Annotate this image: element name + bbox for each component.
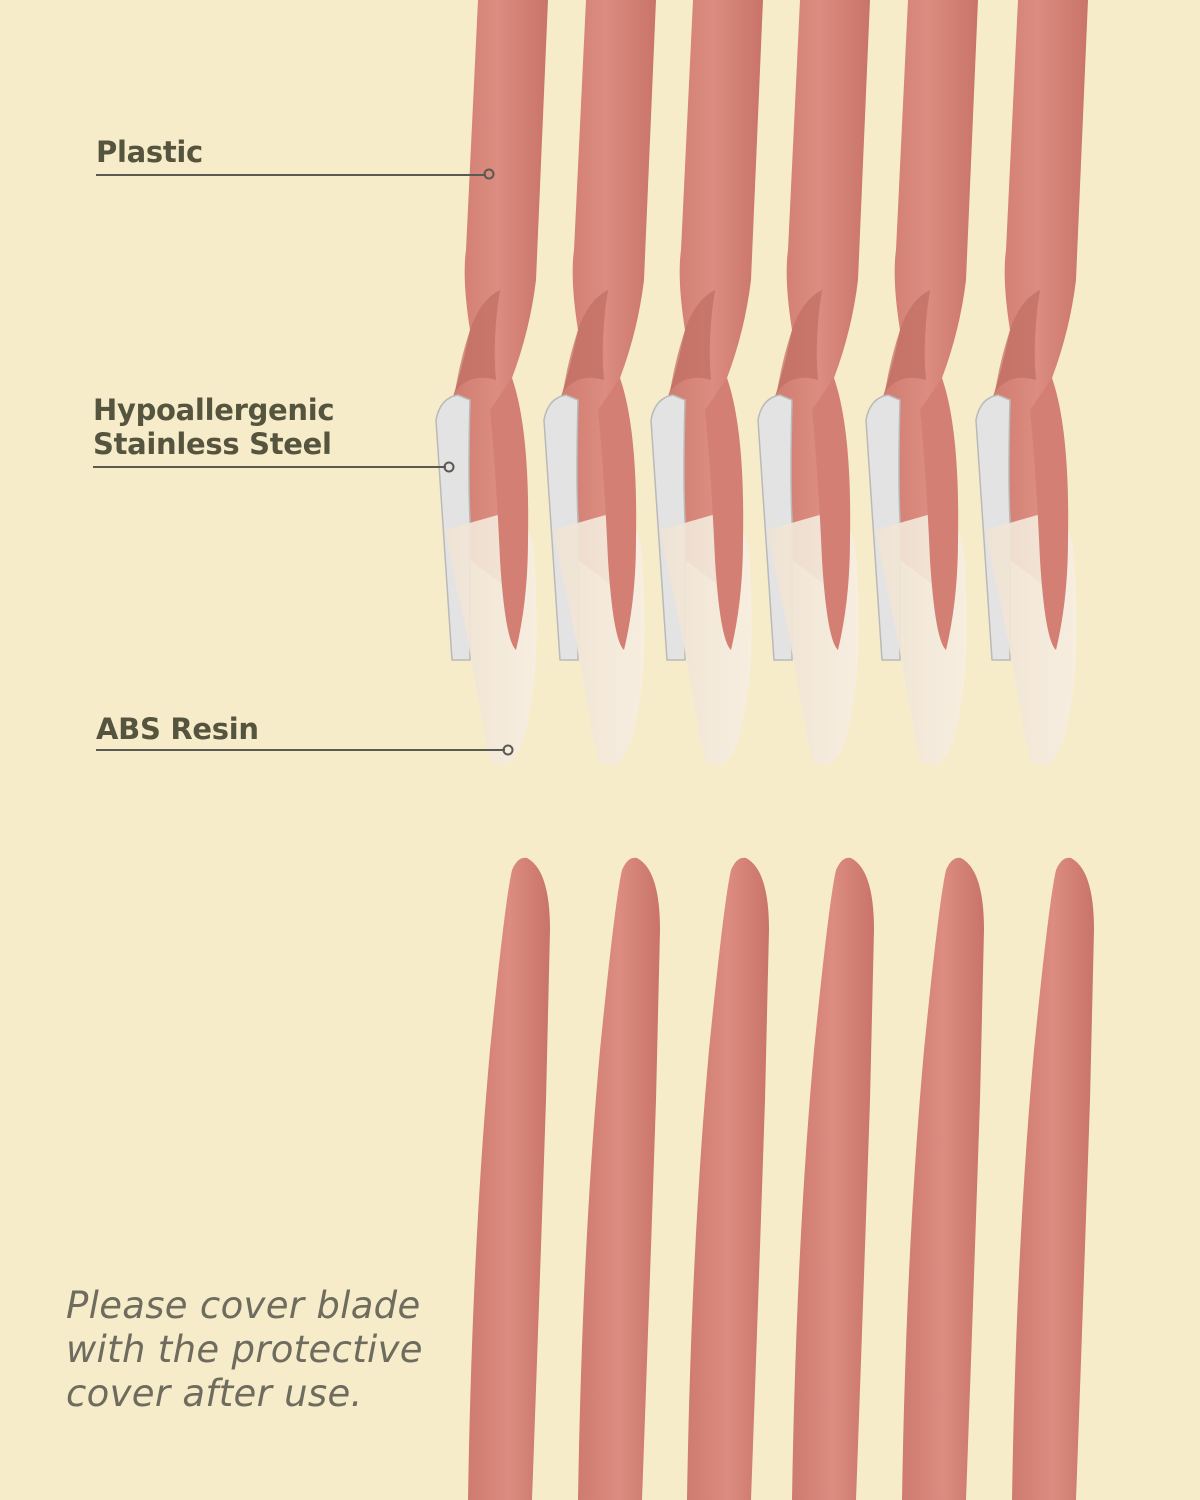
leader-dot-plastic	[483, 168, 495, 180]
label-stainless-steel: Hypoallergenic Stainless Steel	[93, 393, 335, 461]
handle-row-bottom	[468, 857, 1094, 1500]
label-steel-line1: Hypoallergenic	[93, 393, 335, 427]
usage-note-line2: with the protective	[66, 1328, 423, 1371]
label-plastic-text: Plastic	[96, 135, 203, 169]
razor-handle-lower	[490, 378, 529, 650]
label-abs-resin: ABS Resin	[96, 712, 259, 746]
razor-handle-detached	[468, 857, 550, 1500]
usage-note-line3: cover after use.	[66, 1372, 363, 1415]
label-steel-line2: Stainless Steel	[93, 427, 332, 461]
label-abs-text: ABS Resin	[96, 712, 259, 746]
leader-dot-abs	[502, 744, 514, 756]
usage-note: Please cover blade with the protective c…	[66, 1284, 486, 1416]
leader-dot-steel	[443, 461, 455, 473]
callout-lines	[93, 168, 514, 756]
razor-row-top	[435, 0, 1089, 766]
razor	[435, 0, 548, 765]
usage-note-line1: Please cover blade	[66, 1284, 421, 1327]
label-plastic: Plastic	[96, 135, 203, 169]
razor-handle-shadow	[455, 290, 500, 392]
